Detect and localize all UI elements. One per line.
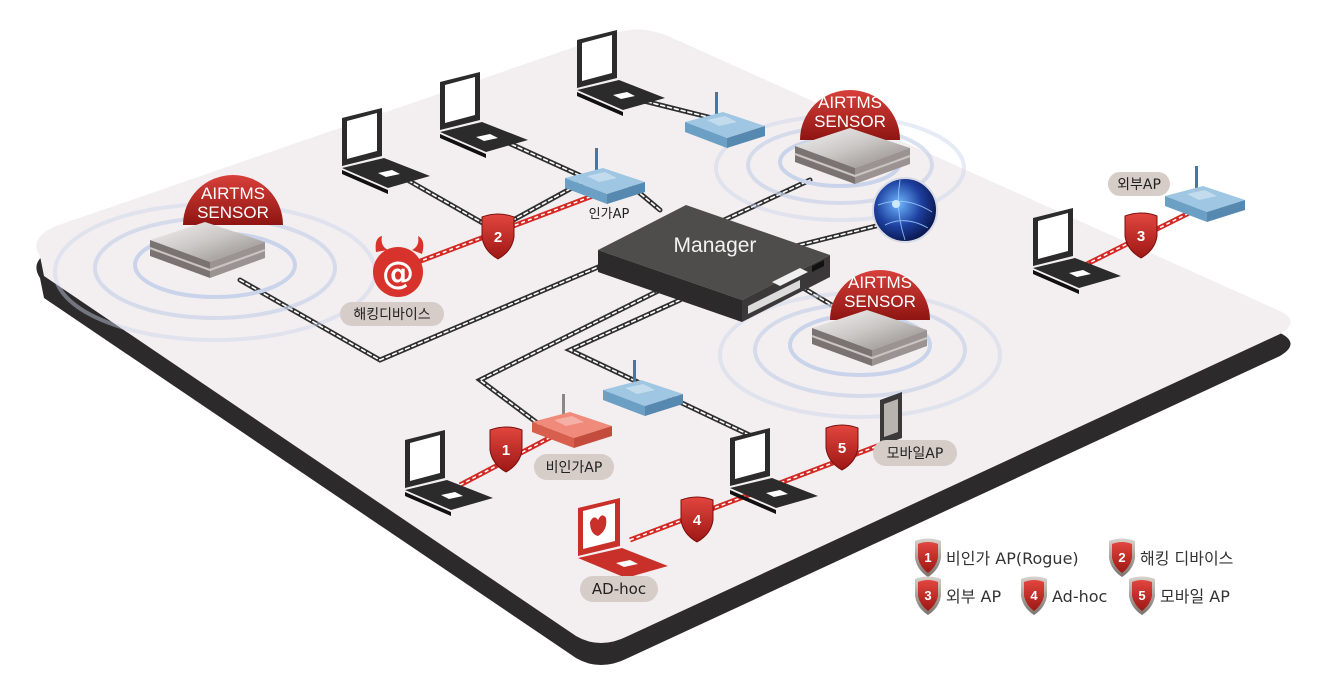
sensor-label: AIRTMS [201, 184, 265, 203]
threat-badge-2: 2 [481, 213, 515, 260]
sensor-2: AIRTMS SENSOR [794, 90, 911, 185]
svg-text:1: 1 [502, 442, 510, 459]
threat-badges: 1 2 3 4 5 [481, 212, 1158, 543]
sensor-label: AIRTMS [818, 93, 882, 112]
sensor-label: SENSOR [814, 112, 886, 131]
manager-label: Manager [674, 234, 757, 257]
platform [36, 29, 1291, 666]
threat-badge-5: 5 [825, 424, 859, 471]
adhoc-laptop [578, 498, 668, 578]
svg-text:2: 2 [494, 229, 502, 246]
external-ap-label: 외부AP [1117, 177, 1161, 193]
mobile-ap-label: 모바일AP [887, 446, 944, 462]
rogue-ap-icon [532, 394, 612, 448]
svg-text:모바일 AP: 모바일 AP [1160, 587, 1230, 606]
svg-text:4: 4 [1030, 588, 1038, 603]
svg-text:5: 5 [1138, 588, 1145, 603]
svg-text:3: 3 [924, 588, 931, 603]
sensor-3: AIRTMS SENSOR [811, 270, 930, 367]
sensor-label: AIRTMS [848, 273, 912, 292]
devil-face-icon [590, 515, 607, 536]
legend: 1 비인가 AP(Rogue) 2 해킹 디바이스 3 외부 AP 4 Ad-h… [915, 538, 1233, 615]
threat-badge-3: 3 [1124, 212, 1158, 259]
legend-item: 3 외부 AP [915, 576, 1001, 615]
rogue-ap-label: 비인가AP [546, 460, 603, 476]
svg-text:2: 2 [1118, 550, 1125, 565]
svg-text:1: 1 [924, 550, 931, 565]
sensor-label: SENSOR [197, 203, 269, 222]
threat-badge-4: 4 [680, 496, 714, 543]
svg-text:5: 5 [838, 440, 846, 457]
external-ap-icon [1165, 166, 1245, 222]
legend-item: 5 모바일 AP [1129, 576, 1230, 615]
manager-server: Manager [598, 205, 830, 322]
svg-text:3: 3 [1137, 228, 1145, 245]
svg-text:해킹 디바이스: 해킹 디바이스 [1140, 549, 1233, 568]
svg-text:Ad-hoc: Ad-hoc [1052, 587, 1107, 606]
svg-text:외부 AP: 외부 AP [946, 587, 1001, 606]
sensor-1: AIRTMS SENSOR [149, 175, 283, 279]
hacking-device-icon: @ [373, 236, 424, 297]
threat-badge-1: 1 [489, 426, 523, 473]
svg-text:@: @ [382, 254, 414, 292]
smartphone-icon [880, 392, 902, 446]
svg-text:비인가 AP(Rogue): 비인가 AP(Rogue) [946, 549, 1079, 568]
legend-item: 4 Ad-hoc [1021, 576, 1107, 615]
adhoc-label: AD-hoc [592, 580, 646, 598]
globe-icon [872, 177, 938, 243]
sensor-label: SENSOR [844, 292, 916, 311]
legend-item: 2 해킹 디바이스 [1109, 538, 1233, 577]
authorized-ap-label: 인가AP [589, 207, 630, 222]
legend-item: 1 비인가 AP(Rogue) [915, 538, 1079, 577]
hacking-device-label: 해킹디바이스 [353, 307, 430, 323]
svg-text:4: 4 [693, 512, 702, 529]
device-labels: 인가AP 해킹디바이스 외부AP 비인가AP 모바일AP AD-hoc [340, 172, 1170, 602]
